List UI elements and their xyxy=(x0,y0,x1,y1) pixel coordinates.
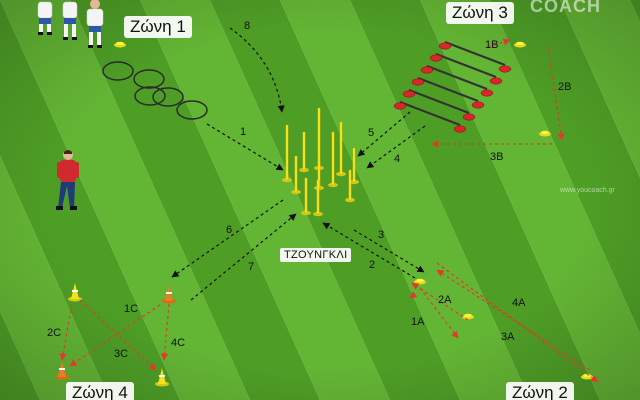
zone-4-label: Ζώνη 4 xyxy=(66,382,134,400)
label-path-5: 5 xyxy=(368,127,374,139)
label-path-2b: 2B xyxy=(558,81,571,93)
label-path-6: 6 xyxy=(226,224,232,236)
label-path-3: 3 xyxy=(378,229,384,241)
hurdles-zone-3 xyxy=(393,40,512,133)
label-path-2a: 2A xyxy=(438,294,452,306)
label-path-4a: 4A xyxy=(512,297,526,309)
cones-zone-3 xyxy=(514,41,551,137)
cone-zone-1 xyxy=(114,41,126,48)
path-1-line xyxy=(206,123,284,171)
slalom-poles xyxy=(282,107,359,217)
label-path-2c: 2C xyxy=(47,327,61,339)
zone-2-label: Ζώνη 2 xyxy=(506,382,574,400)
players-white xyxy=(37,0,104,48)
label-path-8: 8 xyxy=(244,20,250,32)
path-6-line xyxy=(171,199,284,278)
label-path-2: 2 xyxy=(369,259,375,271)
zone-3-label: Ζώνη 3 xyxy=(446,2,514,24)
label-path-1b: 1B xyxy=(485,39,498,51)
label-path-4c: 4C xyxy=(171,337,185,349)
label-path-1a: 1A xyxy=(411,316,425,328)
label-path-1: 1 xyxy=(240,126,246,138)
label-path-4: 4 xyxy=(394,153,400,165)
agility-rings xyxy=(102,61,208,120)
coach-figure xyxy=(56,150,79,210)
movement-paths xyxy=(171,27,426,301)
label-path-1c: 1C xyxy=(124,303,138,315)
red-paths xyxy=(59,38,599,383)
brand-url: www.youcoach.gr xyxy=(560,187,615,194)
jungle-label: ΤΖΟΥΝΓΚΛΙ xyxy=(280,248,352,262)
label-path-7: 7 xyxy=(248,261,254,273)
brand-logo: COACH xyxy=(530,0,601,16)
path-8-line xyxy=(229,27,285,113)
path-5-line xyxy=(357,111,411,157)
label-path-3a: 3A xyxy=(501,331,515,343)
path-7-line xyxy=(190,213,297,301)
cones-zone-4 xyxy=(55,283,176,387)
label-path-3c: 3C xyxy=(114,348,128,360)
label-path-3b: 3B xyxy=(490,151,503,163)
path-labels: 1 8 5 4 3 2 6 7 1B 2B 3B 2A 1A 4A 3A 1C … xyxy=(47,20,571,360)
cones-zone-2 xyxy=(414,278,593,380)
path-3-line xyxy=(353,229,425,273)
zone-1-label: Ζώνη 1 xyxy=(124,16,192,38)
